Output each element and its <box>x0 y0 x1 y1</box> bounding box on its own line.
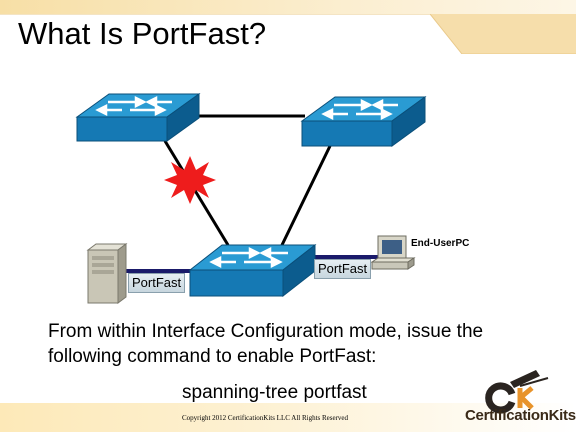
link-left <box>163 140 230 246</box>
command-text: spanning-tree portfast <box>182 382 367 403</box>
portfast-label-server: PortFast <box>128 273 186 293</box>
switch-top-right-icon <box>300 96 427 147</box>
certificationkits-logo-icon <box>485 370 549 414</box>
header-bar <box>0 0 576 14</box>
title-tab-shape <box>0 14 576 54</box>
link-right <box>280 145 332 246</box>
server-icon <box>86 243 128 304</box>
end-user-pc-label: End-UserPC <box>411 238 470 249</box>
copyright-text: Copyright 2012 CertificationKits LLC All… <box>182 414 349 422</box>
switch-top-left-icon <box>75 93 201 142</box>
starburst-icon <box>164 156 216 204</box>
slide-title: What Is PortFast? <box>18 16 267 51</box>
pc-icon <box>370 235 416 270</box>
body-text: From within Interface Configuration mode… <box>48 321 484 367</box>
switch-bottom-icon <box>188 243 317 298</box>
portfast-label-pc: PortFast <box>314 259 372 279</box>
footer-bar <box>0 403 576 432</box>
logo-text: CertificationKits <box>465 407 576 424</box>
